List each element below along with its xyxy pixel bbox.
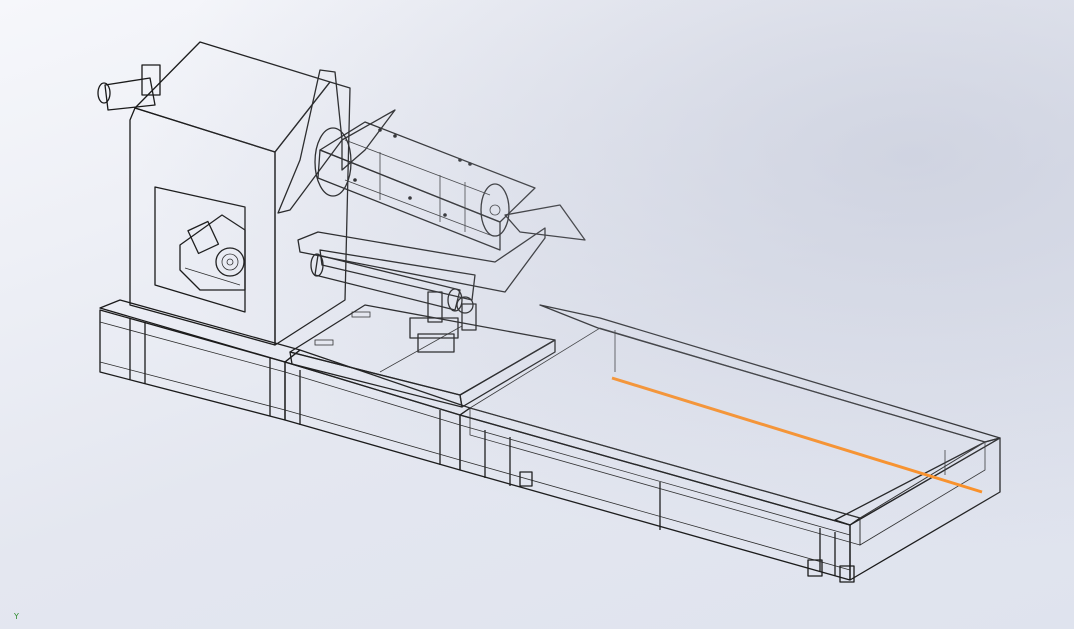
press-roller[interactable] [310,253,474,314]
pneumatic-cylinder[interactable] [409,291,477,353]
base-frame[interactable] [99,299,1001,583]
support-plate[interactable] [297,227,546,301]
main-housing[interactable] [97,41,351,346]
gear-motor[interactable] [179,214,246,291]
highlighted-edge[interactable] [611,376,983,494]
coordinate-triad-y-label: Y [14,612,19,621]
sliding-plate[interactable] [289,304,556,408]
flange-plate[interactable] [277,69,396,214]
mandrel[interactable] [314,121,586,251]
